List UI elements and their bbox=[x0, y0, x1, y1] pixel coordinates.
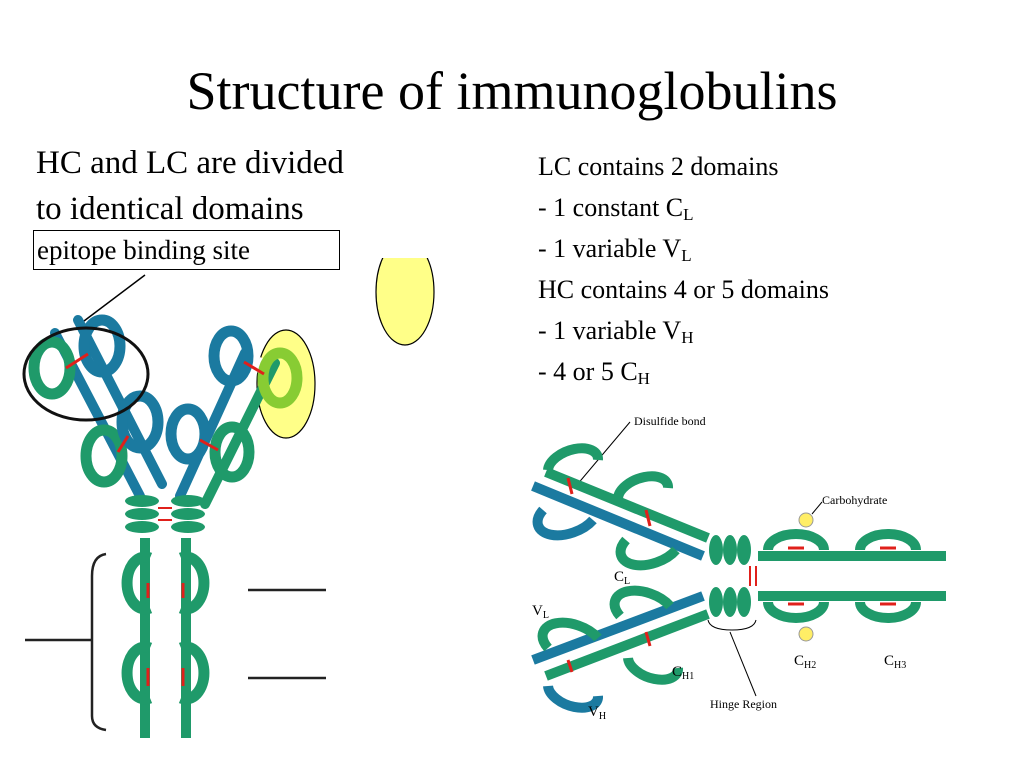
left-description: HC and LC are divided to identical domai… bbox=[36, 140, 456, 232]
carbohydrate-label: Carbohydrate bbox=[822, 493, 888, 507]
lc-variable-line: - 1 variable VL bbox=[538, 228, 958, 269]
upper-fab bbox=[531, 443, 710, 571]
right-arm bbox=[165, 325, 303, 509]
hc-heading: HC contains 4 or 5 domains bbox=[538, 275, 830, 304]
fc-bracket bbox=[25, 552, 326, 732]
left-description-line-2: to identical domains bbox=[36, 191, 304, 227]
left-description-line-1: HC and LC are divided bbox=[36, 145, 344, 181]
lc-variable-text: - 1 variable V bbox=[538, 234, 682, 263]
carbohydrate-lower bbox=[798, 626, 814, 642]
fc-region bbox=[121, 538, 210, 738]
epitope-binding-site-label: epitope binding site bbox=[33, 230, 340, 270]
lower-fab bbox=[531, 585, 710, 713]
hinge-discs bbox=[125, 495, 205, 533]
lc-variable-sub: L bbox=[681, 246, 692, 265]
hinge-pointer bbox=[729, 631, 757, 697]
hinge-bracket bbox=[707, 619, 757, 631]
hc-constant-sub: H bbox=[637, 369, 650, 388]
left-arm bbox=[28, 314, 167, 501]
carbohydrate-upper bbox=[798, 512, 814, 528]
hc-constant-text: - 4 or 5 C bbox=[538, 357, 638, 386]
lc-constant-line: - 1 constant CL bbox=[538, 187, 958, 228]
lc-constant-sub: L bbox=[683, 205, 694, 224]
ch1-label: CH1 bbox=[672, 664, 695, 682]
epitope-pointer-line bbox=[79, 274, 146, 325]
hc-variable-text: - 1 variable V bbox=[538, 316, 682, 345]
hinge-region-label: Hinge Region bbox=[710, 697, 777, 711]
slide-title: Structure of immunoglobulins bbox=[186, 61, 838, 121]
disulfide-bond-label: Disulfide bond bbox=[634, 414, 706, 428]
ch3-label: CH3 bbox=[884, 653, 907, 671]
fc-horizontal bbox=[758, 529, 946, 623]
vl-label: VL bbox=[532, 603, 549, 621]
hc-variable-line: - 1 variable VH bbox=[538, 310, 958, 351]
right-antibody-diagram bbox=[531, 421, 946, 713]
hinge-region-discs bbox=[709, 535, 757, 617]
ch2-label: CH2 bbox=[794, 653, 817, 671]
highlight-ellipse-empty bbox=[375, 258, 435, 346]
domain-description: LC contains 2 domains - 1 constant CL - … bbox=[538, 146, 958, 392]
hc-variable-sub: H bbox=[681, 328, 694, 347]
cl-label: CL bbox=[614, 569, 631, 587]
left-antibody-diagram bbox=[22, 258, 435, 738]
vh-label: VH bbox=[588, 704, 607, 722]
lc-heading: LC contains 2 domains bbox=[538, 152, 779, 181]
hc-constant-line: - 4 or 5 CH bbox=[538, 351, 958, 392]
lc-constant-text: - 1 constant C bbox=[538, 193, 684, 222]
epitope-circle bbox=[22, 326, 150, 422]
disulfide-pointer bbox=[575, 421, 631, 487]
